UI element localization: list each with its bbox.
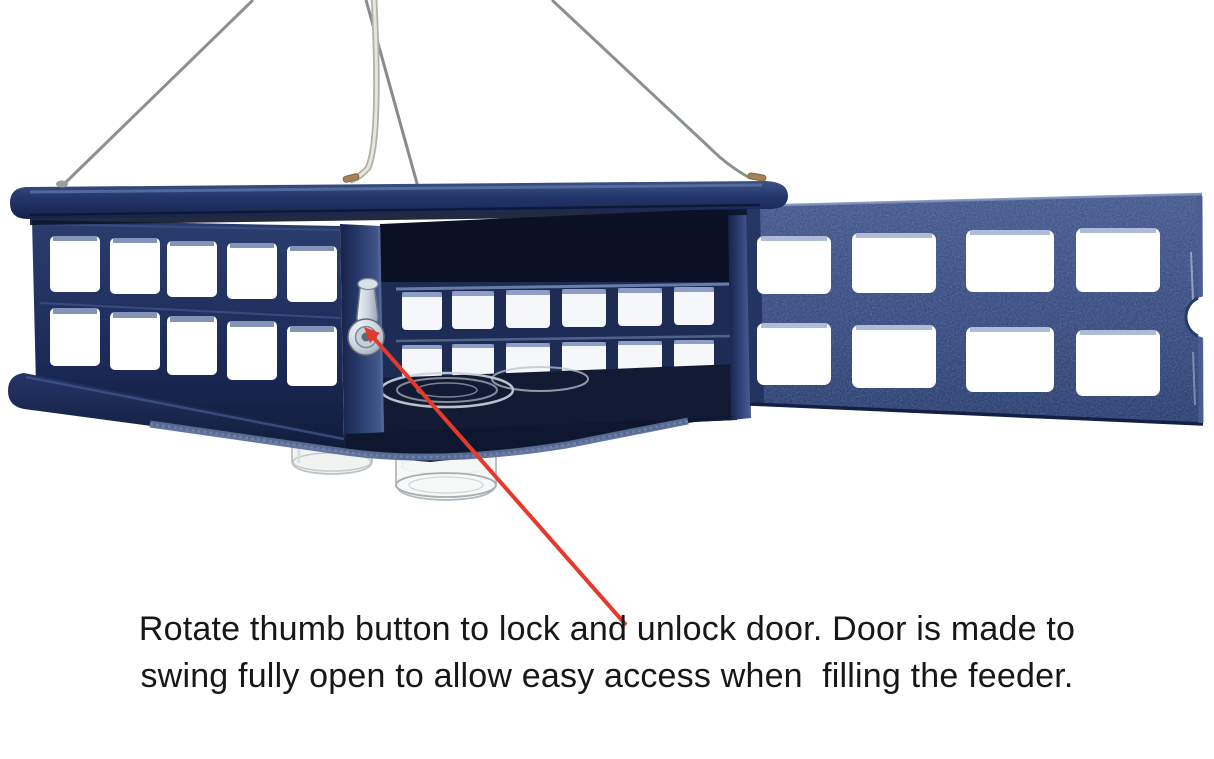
caption: Rotate thumb button to lock and unlock d… [0,606,1214,700]
lattice-hole [227,243,277,299]
cable-right [550,0,751,180]
door-finger-notch [1184,296,1214,338]
lattice-hole [287,326,337,386]
door-hole [852,325,936,388]
caption-line-1: Rotate thumb button to lock and unlock d… [138,610,1076,648]
lattice-hole [50,236,100,292]
lattice-hole [562,342,606,375]
lattice-hole [452,291,494,329]
lattice-hole [167,316,217,375]
lattice-hole [110,238,160,294]
lattice-hole [227,321,277,380]
door-hole [1076,228,1160,292]
arrow-head [364,327,380,343]
lattice-hole [50,308,100,366]
lattice-hole [618,288,662,326]
door-hole [1076,330,1160,396]
lattice-hole [402,345,442,378]
lattice-hole [562,289,606,327]
hanging-cables [60,0,751,188]
cable-left [60,0,255,188]
lattice-hole [287,246,337,302]
lattice-hole [506,290,550,328]
cable-attachments [56,172,767,188]
front-lattice-panel [32,220,344,442]
door-hole [757,236,831,294]
lattice-hole [674,340,714,373]
caption-line-2: swing fully open to allow easy access wh… [140,657,1074,695]
lattice-hole [618,341,662,374]
lattice-hole [674,287,714,325]
bottom-rail [8,373,346,452]
annotation-arrow [364,327,628,627]
door-hole [966,230,1054,292]
door-hole [966,327,1054,392]
lattice-hole [506,343,550,376]
door-hole [852,233,936,293]
lattice-hole [452,344,494,377]
door [745,192,1214,426]
feeder-floor [380,364,737,436]
arrow-line [371,335,628,627]
door-opening [380,208,737,436]
lattice-hole [110,312,160,370]
lattice-hole [402,292,442,330]
hinge-post [728,207,751,420]
bottom-structure [8,373,737,462]
door-hole [757,323,831,385]
top-rail [10,181,788,225]
lattice-hole [167,241,217,297]
